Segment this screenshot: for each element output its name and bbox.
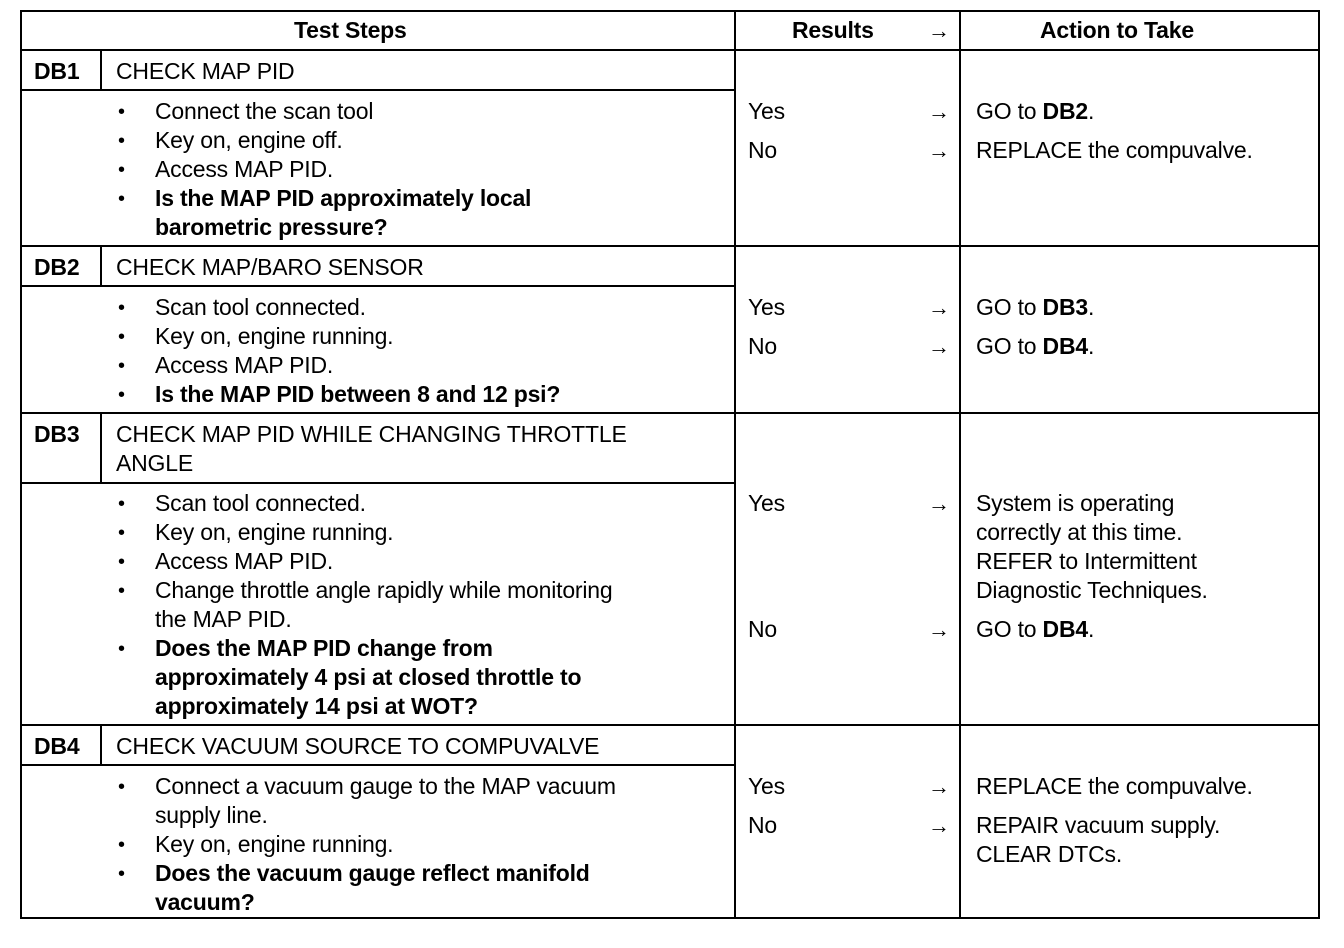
bullet-icon: •	[118, 355, 126, 377]
step-title: ANGLE	[116, 450, 193, 476]
action-text: CLEAR DTCs.	[976, 841, 1123, 867]
db3-id-divider	[100, 412, 102, 482]
result-yes: Yes	[748, 294, 785, 320]
step-id: DB4	[34, 733, 80, 759]
step-question: approximately 14 psi at WOT?	[155, 693, 478, 719]
arrow-icon: →	[928, 774, 950, 799]
action-text: Diagnostic Techniques.	[976, 577, 1208, 603]
step-bullet: Change throttle angle rapidly while moni…	[155, 577, 613, 603]
arrow-icon: →	[928, 138, 950, 163]
action-text: REPLACE the compuvalve.	[976, 137, 1253, 163]
step-id: DB1	[34, 58, 80, 84]
action-text: GO to DB4.	[976, 333, 1095, 359]
header-test-steps: Test Steps	[294, 17, 407, 43]
arrow-icon: →	[928, 617, 950, 642]
db1-id-divider	[100, 49, 102, 89]
action-text: GO to DB3.	[976, 294, 1095, 320]
header-action: Action to Take	[1040, 17, 1194, 43]
db1-title-rule	[22, 89, 734, 91]
result-yes: Yes	[748, 98, 785, 124]
arrow-icon: →	[928, 334, 950, 359]
result-no: No	[748, 812, 778, 838]
db2-id-divider	[100, 245, 102, 285]
step-bullet: Access MAP PID.	[155, 548, 334, 574]
step-title: CHECK MAP PID	[116, 58, 295, 84]
arrow-icon: →	[928, 99, 950, 124]
bullet-icon: •	[118, 297, 126, 319]
arrow-icon: →	[928, 491, 950, 516]
action-text: REFER to Intermittent	[976, 548, 1197, 574]
action-text: REPLACE the compuvalve.	[976, 773, 1253, 799]
db4-id-divider	[100, 724, 102, 764]
header-arrow-icon: →	[928, 18, 950, 43]
step-bullet: Scan tool connected.	[155, 490, 366, 516]
action-text: correctly at this time.	[976, 519, 1183, 545]
divider-steps-results	[734, 12, 736, 917]
bullet-icon: •	[118, 580, 126, 602]
action-text: GO to DB4.	[976, 616, 1095, 642]
result-no: No	[748, 616, 778, 642]
step-title: CHECK MAP/BARO SENSOR	[116, 254, 424, 280]
bullet-icon: •	[118, 130, 126, 152]
bullet-icon: •	[118, 159, 126, 181]
step-bullet: Scan tool connected.	[155, 294, 366, 320]
divider-results-action	[959, 12, 961, 917]
step-bullet: Key on, engine running.	[155, 323, 394, 349]
step-title: CHECK VACUUM SOURCE TO COMPUVALVE	[116, 733, 600, 759]
bullet-icon: •	[118, 326, 126, 348]
step-question: Does the MAP PID change from	[155, 635, 493, 661]
bullet-icon: •	[118, 384, 126, 406]
action-text: GO to DB2.	[976, 98, 1095, 124]
db2-bottom-rule	[22, 412, 1318, 414]
bullet-icon: •	[118, 522, 126, 544]
bullet-icon: •	[118, 188, 126, 210]
arrow-icon: →	[928, 295, 950, 320]
step-bullet: Key on, engine running.	[155, 831, 394, 857]
step-question: approximately 4 psi at closed throttle t…	[155, 664, 582, 690]
step-id: DB2	[34, 254, 80, 280]
step-bullet: supply line.	[155, 802, 268, 828]
step-question: Is the MAP PID approximately local	[155, 185, 532, 211]
action-text: REPAIR vacuum supply.	[976, 812, 1221, 838]
bullet-icon: •	[118, 863, 126, 885]
bullet-icon: •	[118, 834, 126, 856]
step-question: barometric pressure?	[155, 214, 388, 240]
result-yes: Yes	[748, 773, 785, 799]
arrow-icon: →	[928, 813, 950, 838]
header-rule	[22, 49, 1318, 51]
step-question: vacuum?	[155, 889, 255, 915]
db3-title-rule	[22, 482, 734, 484]
step-question: Does the vacuum gauge reflect manifold	[155, 860, 590, 886]
step-bullet: the MAP PID.	[155, 606, 292, 632]
result-no: No	[748, 333, 778, 359]
step-bullet: Key on, engine off.	[155, 127, 343, 153]
db3-bottom-rule	[22, 724, 1318, 726]
header-results: Results	[792, 17, 874, 43]
bullet-icon: •	[118, 101, 126, 123]
step-bullet: Access MAP PID.	[155, 156, 334, 182]
bullet-icon: •	[118, 493, 126, 515]
db2-title-rule	[22, 285, 734, 287]
action-text: System is operating	[976, 490, 1175, 516]
step-bullet: Access MAP PID.	[155, 352, 334, 378]
bullet-icon: •	[118, 776, 126, 798]
bullet-icon: •	[118, 638, 126, 660]
step-bullet: Connect the scan tool	[155, 98, 374, 124]
step-bullet: Connect a vacuum gauge to the MAP vacuum	[155, 773, 616, 799]
result-yes: Yes	[748, 490, 785, 516]
step-bullet: Key on, engine running.	[155, 519, 394, 545]
step-id: DB3	[34, 421, 80, 447]
step-title: CHECK MAP PID WHILE CHANGING THROTTLE	[116, 421, 627, 447]
db4-title-rule	[22, 764, 734, 766]
result-no: No	[748, 137, 778, 163]
diagnostic-table: Test Steps Results → Action to Take DB1 …	[20, 10, 1320, 919]
bullet-icon: •	[118, 551, 126, 573]
step-question: Is the MAP PID between 8 and 12 psi?	[155, 381, 561, 407]
db1-bottom-rule	[22, 245, 1318, 247]
